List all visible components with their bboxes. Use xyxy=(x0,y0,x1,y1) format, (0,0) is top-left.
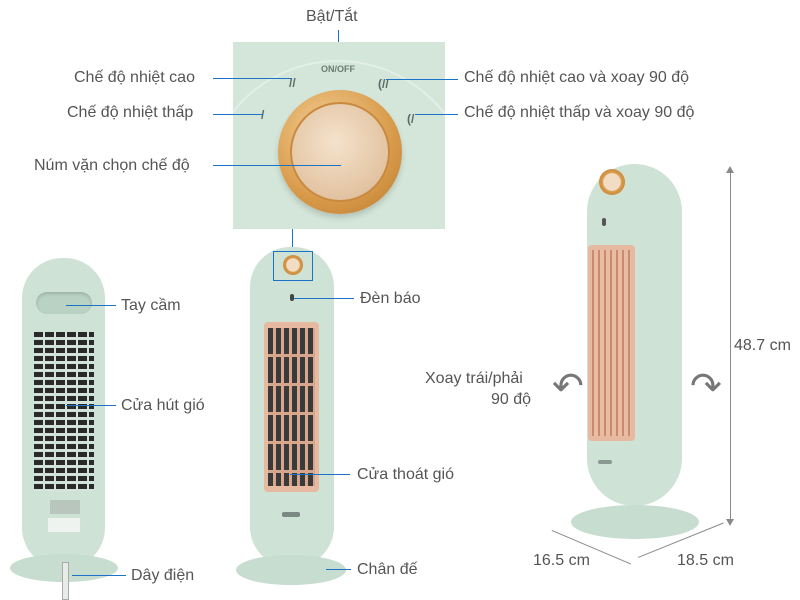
angled-air-outlet-slats xyxy=(592,250,631,436)
indicator-light-callout-line xyxy=(294,298,354,299)
front-mode-knob xyxy=(283,255,303,275)
height-dimension-value: 48.7 cm xyxy=(734,337,791,354)
stand-base-label: Chân đế xyxy=(357,561,418,578)
power-label: Bật/Tắt xyxy=(306,8,358,25)
high-heat-oscillate-callout-line xyxy=(386,79,458,80)
angled-indicator-light xyxy=(602,218,606,226)
panel-ring xyxy=(233,60,445,229)
handle-slot xyxy=(36,292,92,314)
handle-callout-line xyxy=(66,305,116,306)
mode-knob-callout-line xyxy=(213,165,341,166)
knob-detail-panel: ON/OFF // / (// (/ xyxy=(233,42,445,229)
heater-front-base xyxy=(236,555,346,585)
mode-knob xyxy=(278,90,402,214)
air-outlet-label: Cửa thoát gió xyxy=(357,466,454,483)
power-cord-callout-line xyxy=(72,575,126,576)
air-intake-grille xyxy=(34,332,94,492)
high-heat-label: Chế độ nhiệt cao xyxy=(74,69,195,86)
low-heat-label: Chế độ nhiệt thấp xyxy=(67,104,194,121)
stand-base-callout-line xyxy=(326,569,351,570)
indicator-light-label: Đèn báo xyxy=(360,290,421,307)
handle-label: Tay cầm xyxy=(121,297,181,314)
air-outlet-callout-line xyxy=(290,474,350,475)
low-heat-oscillate-mark-icon: (/ xyxy=(407,112,415,126)
depth-dimension-value: 16.5 cm xyxy=(533,552,590,569)
brand-logo-front xyxy=(282,512,300,517)
onoff-text: ON/OFF xyxy=(321,64,355,74)
rotate-right-icon: ↷ xyxy=(690,366,722,408)
height-dimension-line xyxy=(730,170,731,522)
high-heat-oscillate-mark-icon: (// xyxy=(378,77,389,91)
air-intake-label: Cửa hút gió xyxy=(121,397,205,414)
panel-connector-line xyxy=(292,229,293,250)
indicator-light xyxy=(290,294,294,301)
power-cord xyxy=(62,562,69,600)
air-intake-callout-line xyxy=(66,405,116,406)
heater-angled-base xyxy=(571,505,699,539)
brand-logo-angled xyxy=(598,460,612,464)
angled-mode-knob xyxy=(599,169,625,195)
low-heat-callout-line xyxy=(213,114,263,115)
rotate-left-icon: ↶ xyxy=(552,366,584,408)
power-cord-label: Dây điện xyxy=(131,567,195,584)
low-heat-oscillate-label: Chế độ nhiệt thấp và xoay 90 độ xyxy=(464,104,695,121)
height-arrow-top-icon xyxy=(726,166,734,173)
barcode-sticker xyxy=(48,518,80,532)
high-heat-mark-icon: // xyxy=(289,76,296,90)
height-arrow-bottom-icon xyxy=(726,519,734,526)
oscillation-label-line2: 90 độ xyxy=(491,391,532,408)
high-heat-callout-line xyxy=(213,78,291,79)
low-heat-mark-icon: / xyxy=(261,108,265,122)
mode-knob-face xyxy=(290,102,390,202)
oscillation-label-line1: Xoay trái/phải xyxy=(425,370,523,387)
rating-sticker xyxy=(50,500,80,514)
air-outlet-grille-bars xyxy=(268,328,315,486)
width-dimension-value: 18.5 cm xyxy=(677,552,734,569)
front-knob-highlight-box xyxy=(273,251,313,281)
low-heat-oscillate-callout-line xyxy=(415,114,458,115)
high-heat-oscillate-label: Chế độ nhiệt cao và xoay 90 độ xyxy=(464,69,690,86)
mode-knob-label: Núm vặn chọn chế độ xyxy=(34,157,190,174)
